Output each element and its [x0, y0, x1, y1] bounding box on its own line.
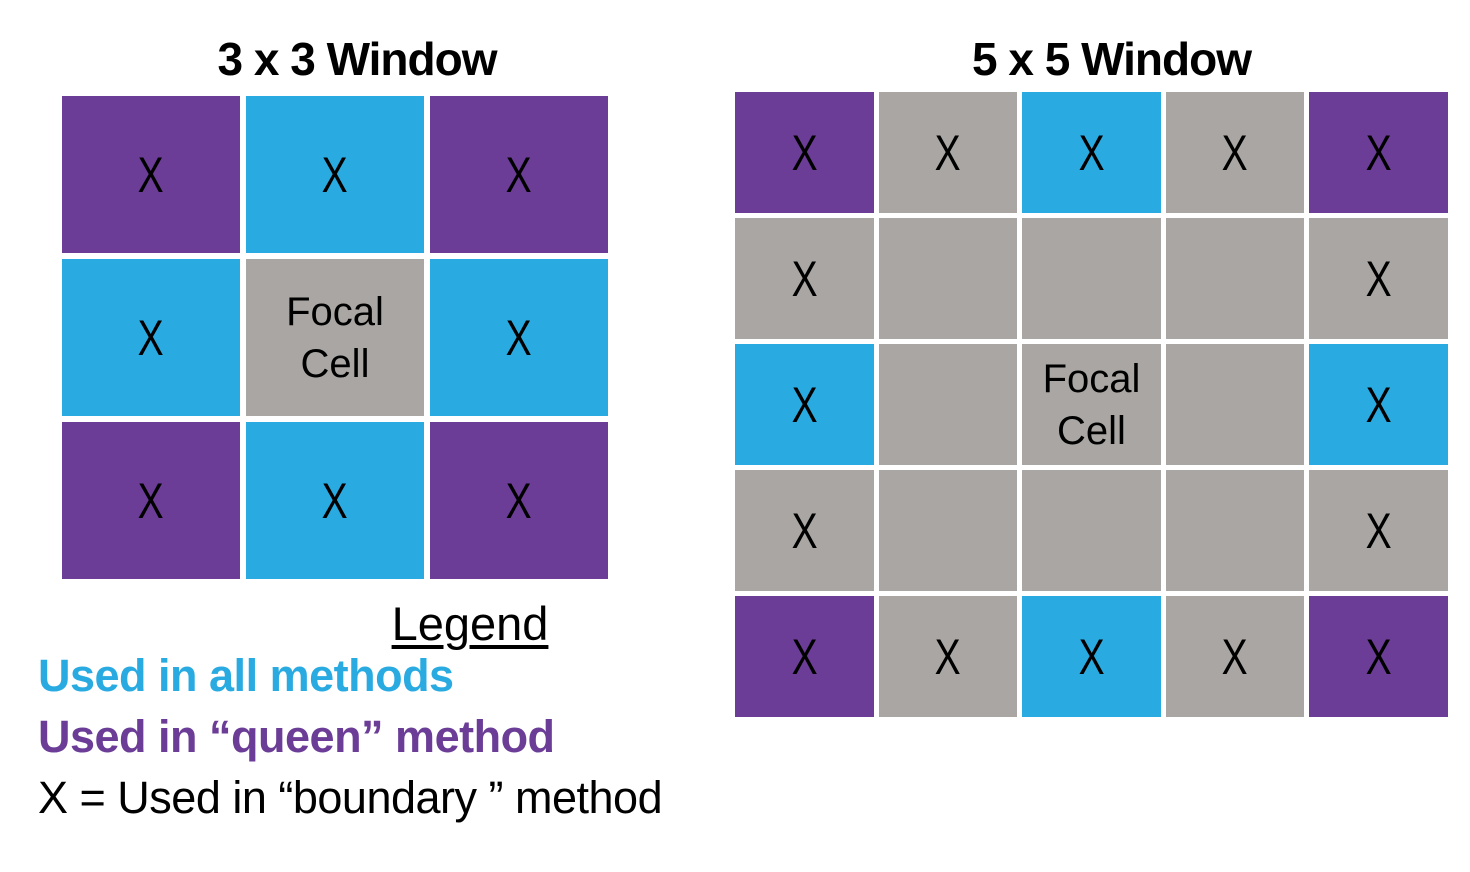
- window-title-5x5: 5 x 5 Window: [972, 33, 1252, 85]
- legend-title: Legend: [391, 597, 549, 650]
- grid5x5-cell-r1c3-blue: X: [1022, 92, 1161, 213]
- grid5x5-cell-r5c2-gray: X: [878, 596, 1018, 717]
- boundary-x-mark: X: [791, 628, 818, 685]
- grid5x5-cell-r3c2-gray: [878, 344, 1018, 465]
- grid3x3-cell-r2c2-gray: Focal Cell: [246, 259, 424, 416]
- grid5x5-cell-r2c3-gray: [1022, 218, 1161, 339]
- boundary-x-mark: X: [1365, 502, 1392, 559]
- focal-cell-label: Focal Cell: [286, 289, 384, 386]
- boundary-x-mark: X: [505, 309, 533, 366]
- grid5x5-cell-r3c3-gray: Focal Cell: [1022, 344, 1161, 465]
- boundary-x-mark: X: [791, 250, 818, 307]
- boundary-x-mark: X: [1078, 124, 1105, 181]
- grid3x3-cell-r2c1-blue: X: [62, 259, 240, 416]
- grid5x5-cell-r4c4-gray: [1165, 470, 1305, 591]
- boundary-x-mark: X: [1365, 628, 1392, 685]
- boundary-x-mark: X: [791, 502, 818, 559]
- grid5x5-cell-r2c2-gray: [878, 218, 1018, 339]
- boundary-x-mark: X: [791, 124, 818, 181]
- grid5x5-cell-r4c2-gray: [878, 470, 1018, 591]
- grid5x5-cell-r1c4-gray: X: [1165, 92, 1305, 213]
- boundary-x-mark: X: [1365, 376, 1392, 433]
- boundary-x-mark: X: [934, 124, 961, 181]
- boundary-x-mark: X: [321, 472, 349, 529]
- boundary-x-mark: X: [1222, 124, 1249, 181]
- boundary-x-mark: X: [505, 472, 533, 529]
- grid5x5-cell-r3c1-blue: X: [735, 344, 874, 465]
- boundary-x-mark: X: [1365, 124, 1392, 181]
- grid5x5-cell-r3c4-gray: [1165, 344, 1305, 465]
- boundary-x-mark: X: [1078, 628, 1105, 685]
- window-title-3x3: 3 x 3 Window: [217, 33, 498, 85]
- boundary-x-mark: X: [934, 628, 961, 685]
- legend-entry-1: Used in all methods: [38, 650, 454, 701]
- boundary-x-mark: X: [137, 146, 165, 203]
- grid5x5-cell-r5c4-gray: X: [1165, 596, 1305, 717]
- grid5x5-cell-r5c5-purple: X: [1309, 596, 1448, 717]
- grid5x5-cell-r4c5-gray: X: [1309, 470, 1448, 591]
- boundary-x-mark: X: [137, 309, 165, 366]
- boundary-x-mark: X: [791, 376, 818, 433]
- legend-entry-2: Used in “queen” method: [38, 711, 555, 762]
- grid3x3-cell-r1c2-blue: X: [246, 96, 424, 253]
- grid3x3-cell-r3c1-purple: X: [62, 422, 240, 579]
- grid5x5-cell-r5c1-purple: X: [735, 596, 874, 717]
- focal-cell-label: Focal Cell: [1042, 356, 1141, 453]
- boundary-x-mark: X: [137, 472, 165, 529]
- grid3x3-cell-r3c3-purple: X: [430, 422, 608, 579]
- grid5x5-cell-r1c2-gray: X: [878, 92, 1018, 213]
- grid5x5-cell-r4c1-gray: X: [735, 470, 874, 591]
- grid5x5-cell-r5c3-blue: X: [1022, 596, 1161, 717]
- grid3x3-cell-r2c3-blue: X: [430, 259, 608, 416]
- boundary-x-mark: X: [1222, 628, 1249, 685]
- grid3x3-cell-r3c2-blue: X: [246, 422, 424, 579]
- grid3x3-cell-r1c3-purple: X: [430, 96, 608, 253]
- grid5x5-cell-r3c5-blue: X: [1309, 344, 1448, 465]
- grid5x5-cell-r4c3-gray: [1022, 470, 1161, 591]
- boundary-x-mark: X: [321, 146, 349, 203]
- boundary-x-mark: X: [1365, 250, 1392, 307]
- grid5x5-cell-r2c1-gray: X: [735, 218, 874, 339]
- grid3x3-cell-r1c1-purple: X: [62, 96, 240, 253]
- legend-entry-3: X = Used in “boundary ” method: [38, 772, 663, 823]
- grid5x5-cell-r2c5-gray: X: [1309, 218, 1448, 339]
- boundary-x-mark: X: [505, 146, 533, 203]
- grid5x5-cell-r1c5-purple: X: [1309, 92, 1448, 213]
- grid5x5-cell-r2c4-gray: [1165, 218, 1305, 339]
- grid5x5-cell-r1c1-purple: X: [735, 92, 874, 213]
